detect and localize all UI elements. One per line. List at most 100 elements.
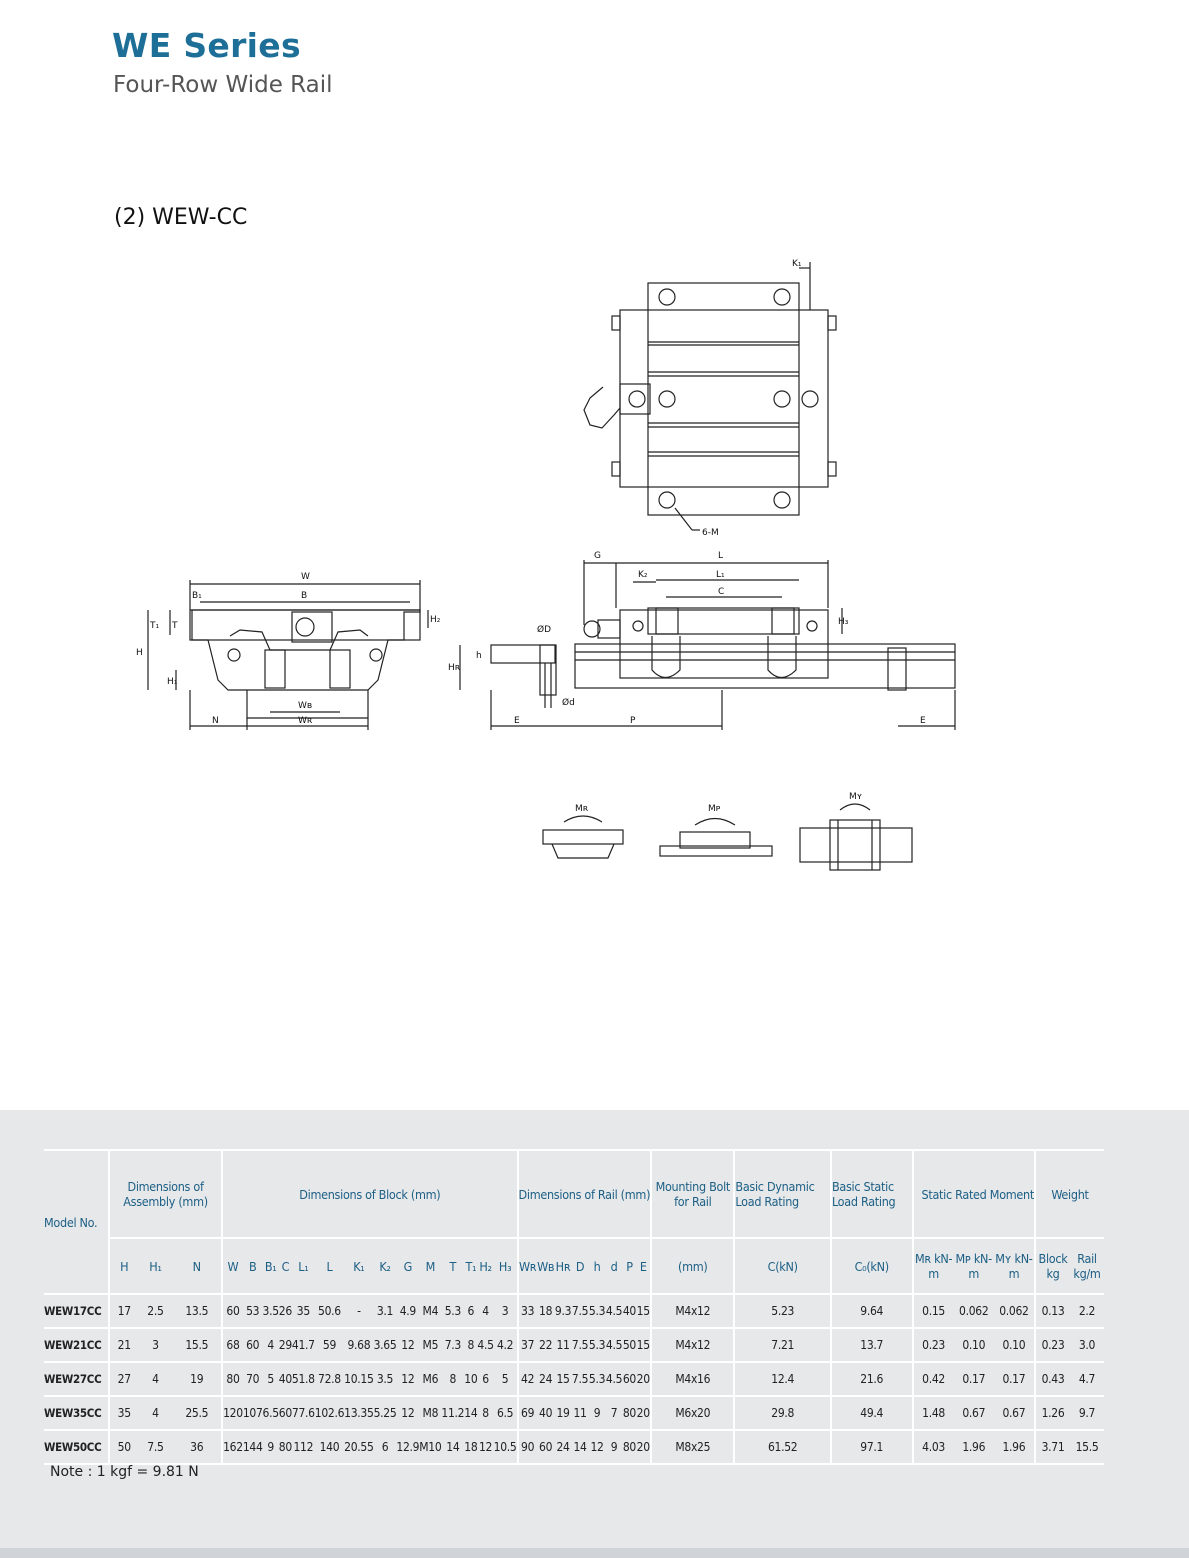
table-cell: 17: [107, 1294, 139, 1329]
table-cell: 25.5: [172, 1396, 223, 1431]
table-cell: 0.23: [1034, 1328, 1070, 1363]
table-cell: M10: [419, 1430, 442, 1465]
table-cell: 5: [262, 1362, 279, 1397]
table-cell: 97.1: [829, 1430, 913, 1465]
technical-drawing: K₁ 6-M W B₁ B T₁ T H₂ H H₁ Wʙ N Wʀ G L K…: [136, 259, 956, 871]
table-cell: 6: [477, 1362, 494, 1397]
dim-label-k2: K₂: [638, 570, 648, 580]
table-cell: 5.25: [373, 1396, 397, 1431]
dim-label-b: B: [301, 591, 307, 601]
table-cell: 50.6: [314, 1294, 345, 1329]
sub-header: h: [588, 1238, 606, 1295]
table-cell: 40: [622, 1294, 637, 1329]
dim-label-h-small: h: [476, 651, 482, 661]
table-cell: 11: [554, 1328, 572, 1363]
model-cell: WEW21CC: [44, 1328, 109, 1363]
table-cell: -: [344, 1294, 374, 1329]
sub-header: K₂: [373, 1238, 397, 1295]
table-cell: 10: [464, 1362, 478, 1397]
table-cell: 9.68: [344, 1328, 374, 1363]
table-cell: 19: [172, 1362, 223, 1397]
table-cell: 3.0: [1070, 1328, 1104, 1363]
table-cell: 3.71: [1034, 1430, 1070, 1465]
model-cell: WEW35CC: [44, 1396, 109, 1431]
table-cell: 15: [636, 1294, 652, 1329]
table-cell: 12: [396, 1396, 420, 1431]
sub-header: Wʀ: [516, 1238, 537, 1295]
dim-label-p: P: [630, 716, 636, 726]
table-cell: 24: [536, 1362, 555, 1397]
table-cell: 162: [221, 1430, 243, 1465]
table-cell: 29: [278, 1328, 292, 1363]
table-cell: 51.8: [291, 1362, 315, 1397]
table-cell: 0.10: [953, 1328, 994, 1363]
dim-label-h3: H₃: [838, 617, 849, 627]
table-cell: 0.67: [953, 1396, 994, 1431]
dim-label-c: C: [718, 587, 724, 597]
dim-label-phi-d-upper: ØD: [537, 624, 551, 635]
table-cell: M5: [419, 1328, 442, 1363]
table-cell: 4.5: [605, 1362, 623, 1397]
table-cell: 26: [278, 1294, 292, 1329]
dim-label-k1: K₁: [792, 259, 802, 269]
header-rail: Dimensions of Rail (mm): [516, 1149, 652, 1239]
header-block: Dimensions of Block (mm): [221, 1149, 518, 1239]
dim-label-b1: B₁: [192, 591, 202, 601]
dim-label-w: W: [301, 572, 310, 582]
table-cell: 7.5: [571, 1328, 589, 1363]
table-cell: 10.15: [344, 1362, 374, 1397]
table-cell: 60: [221, 1294, 243, 1329]
table-cell: 80: [221, 1362, 243, 1397]
table-cell: 20: [636, 1430, 652, 1465]
sub-header: H₂: [477, 1238, 494, 1295]
sub-header: L₁: [291, 1238, 315, 1295]
sub-header: P: [622, 1238, 637, 1295]
table-cell: 7.5: [571, 1294, 589, 1329]
table-cell: 68: [221, 1328, 243, 1363]
sub-header: d: [605, 1238, 623, 1295]
header-moment: Static Rated Moment: [911, 1149, 1035, 1239]
moment-my-diagram: [799, 803, 913, 871]
table-cell: 15.5: [172, 1328, 223, 1363]
table-cell: M8x25: [650, 1430, 735, 1465]
table-cell: 21: [107, 1328, 139, 1363]
table-cell: 59: [314, 1328, 345, 1363]
dim-label-t1: T₁: [149, 621, 159, 631]
table-cell: M6: [419, 1362, 442, 1397]
front-view-drawing: [147, 580, 429, 730]
table-cell: 12.9: [396, 1430, 420, 1465]
sub-header: L: [314, 1238, 345, 1295]
table-cell: 8: [477, 1396, 494, 1431]
table-cell: 50: [107, 1430, 139, 1465]
table-cell: 50: [622, 1328, 637, 1363]
table-cell: 6: [464, 1294, 478, 1329]
sub-header: N: [172, 1238, 223, 1295]
moment-mp-diagram: [659, 817, 773, 857]
table-cell: 6.5: [493, 1396, 518, 1431]
table-cell: 0.17: [953, 1362, 994, 1397]
table-cell: 5.3: [588, 1328, 606, 1363]
model-cell: WEW27CC: [44, 1362, 109, 1397]
sub-header: B₁: [262, 1238, 279, 1295]
dim-label-h: H: [136, 648, 143, 658]
side-view-drawing: [459, 560, 956, 730]
table-cell: 40: [278, 1362, 292, 1397]
table-cell: 7.5: [138, 1430, 173, 1465]
model-cell: WEW50CC: [44, 1430, 109, 1465]
table-cell: 6: [373, 1430, 397, 1465]
table-cell: 61.52: [733, 1430, 831, 1465]
sub-header: Block kg: [1034, 1238, 1070, 1295]
table-cell: 12: [396, 1328, 420, 1363]
dim-label-phi-d-lower: Ød: [562, 697, 575, 708]
table-cell: 4.9: [396, 1294, 420, 1329]
table-cell: 4: [262, 1328, 279, 1363]
table-cell: 35: [107, 1396, 139, 1431]
table-cell: 72.8: [314, 1362, 345, 1397]
dim-label-hr: Hʀ: [448, 663, 461, 673]
table-cell: 2.2: [1070, 1294, 1104, 1329]
sub-header: D: [571, 1238, 589, 1295]
table-cell: 15.5: [1070, 1430, 1104, 1465]
dim-label-n: N: [212, 716, 219, 726]
